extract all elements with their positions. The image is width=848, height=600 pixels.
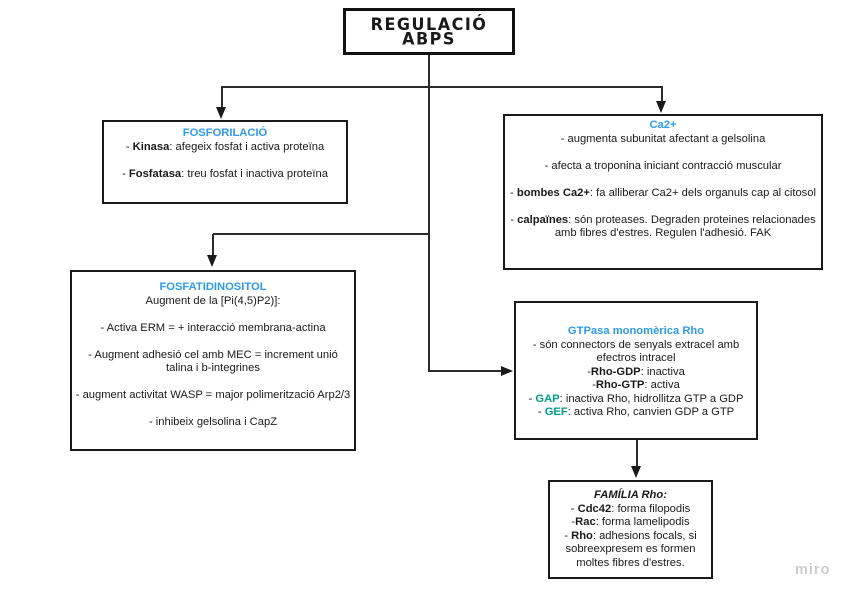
arrowhead-to-fosforilacio bbox=[216, 107, 226, 119]
text-line: - Activa ERM = + interacció membrana-act… bbox=[100, 321, 326, 334]
text-line: - afecta a troponina iniciant contracció… bbox=[544, 159, 782, 172]
connector-line-root bbox=[428, 55, 430, 372]
connector-line-top-branch bbox=[222, 86, 662, 88]
text-line: -Rac: forma lamelipodis bbox=[571, 516, 690, 528]
text-line bbox=[507, 173, 819, 187]
node-ca2[interactable]: Ca2+- augmenta subunitat afectant a gels… bbox=[503, 114, 823, 270]
text-line: - augment activitat WASP = major polimer… bbox=[75, 389, 351, 401]
text-line: - Fosfatasa: treu fosfat i inactiva prot… bbox=[122, 167, 328, 180]
text-line bbox=[74, 403, 352, 417]
text-line: -Rho-GDP: inactiva bbox=[587, 365, 685, 378]
text-line bbox=[507, 146, 819, 160]
node-gtpasa-rho[interactable]: GTPasa monomèrica Rho- són connectors de… bbox=[514, 301, 758, 440]
node-familia-rho[interactable]: FAMÍLIA Rho:- Cdc42: forma filopodis-Rac… bbox=[548, 480, 713, 579]
text-line: GTPasa monomèrica Rho bbox=[567, 325, 705, 337]
text-line: - són connectors de senyals extracel amb… bbox=[532, 338, 740, 365]
text-line bbox=[74, 308, 352, 322]
node-regulacio-abps[interactable]: REGULACIÓ ABPS bbox=[343, 8, 515, 55]
text-line: Augment de la [Pi(4,5)P2)]: bbox=[145, 294, 281, 307]
text-line bbox=[507, 200, 819, 214]
text-line: FAMÍLIA Rho: bbox=[594, 489, 667, 501]
text-line bbox=[74, 376, 352, 390]
text-line: FOSFATIDINOSITOL bbox=[159, 281, 267, 293]
text-line: Ca2+ bbox=[649, 119, 677, 131]
text-line: - Cdc42: forma filopodis bbox=[570, 502, 691, 515]
text-line bbox=[74, 335, 352, 349]
connector-line-mid-branch bbox=[213, 233, 429, 235]
text-line: - Rho: adhesions focals, si sobreexprese… bbox=[564, 529, 697, 569]
text-line: - GEF: activa Rho, canvien GDP a GTP bbox=[537, 406, 735, 418]
arrowhead-to-familia bbox=[631, 466, 641, 478]
node-fosforilacio[interactable]: FOSFORILACIÓ- Kinasa: afegeix fosfat i a… bbox=[102, 120, 348, 204]
arrowhead-to-fosfatidinositol bbox=[207, 255, 217, 267]
text-line: -Rho-GTP: activa bbox=[592, 379, 680, 391]
connector-line-to-gtpasa bbox=[429, 370, 502, 372]
text-line: - Kinasa: afegeix fosfat i activa proteï… bbox=[125, 140, 325, 153]
text-line bbox=[106, 154, 344, 168]
miro-watermark: miro bbox=[795, 562, 831, 578]
arrowhead-to-gtpasa bbox=[501, 366, 513, 376]
text-line: - augmenta subunitat afectant a gelsolin… bbox=[560, 132, 766, 145]
text-line: - GAP: inactiva Rho, hidrollitza GTP a G… bbox=[528, 392, 744, 405]
text-line: - calpaïnes: són proteases. Degraden pro… bbox=[510, 213, 816, 240]
arrowhead-to-ca2 bbox=[656, 101, 666, 113]
text-line: - Augment adhesió cel amb MEC = incremen… bbox=[88, 348, 338, 375]
text-line: - bombes Ca2+: fa alliberar Ca2+ dels or… bbox=[510, 186, 816, 199]
connector-line-to-familia bbox=[636, 440, 638, 467]
text-line: FOSFORILACIÓ bbox=[182, 127, 268, 139]
connector-line-to-fosforilacio bbox=[221, 86, 223, 108]
connector-line-to-ca2 bbox=[661, 86, 663, 102]
diagram-title: REGULACIÓ ABPS bbox=[370, 14, 488, 49]
connector-line-to-fosfatidinositol bbox=[212, 234, 214, 256]
text-line: - inhibeix gelsolina i CapZ bbox=[148, 416, 278, 428]
